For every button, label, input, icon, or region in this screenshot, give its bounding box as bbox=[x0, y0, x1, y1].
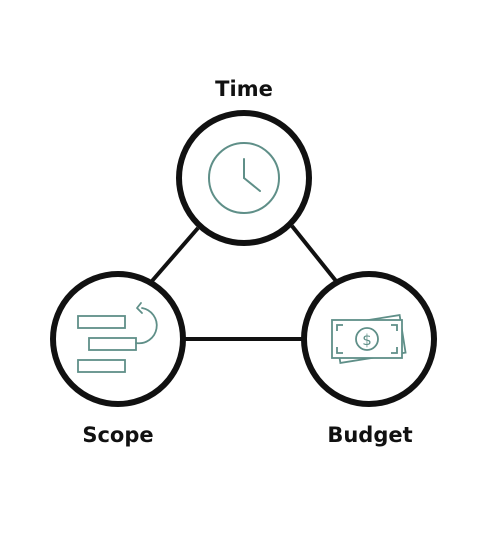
time-node bbox=[176, 110, 312, 246]
clock-icon bbox=[208, 142, 280, 214]
budget-label: Budget bbox=[327, 423, 413, 447]
task-bars-icon bbox=[77, 302, 158, 373]
time-label: Time bbox=[215, 77, 273, 101]
scope-label: Scope bbox=[82, 423, 154, 447]
scope-node bbox=[50, 271, 186, 407]
scope-node-circle bbox=[50, 271, 186, 407]
connector-time-budget bbox=[290, 224, 338, 283]
dollar-sign: $ bbox=[362, 331, 372, 349]
connector-time-scope bbox=[150, 226, 200, 283]
money-bills-icon bbox=[331, 314, 407, 364]
budget-node: $ bbox=[301, 271, 437, 407]
